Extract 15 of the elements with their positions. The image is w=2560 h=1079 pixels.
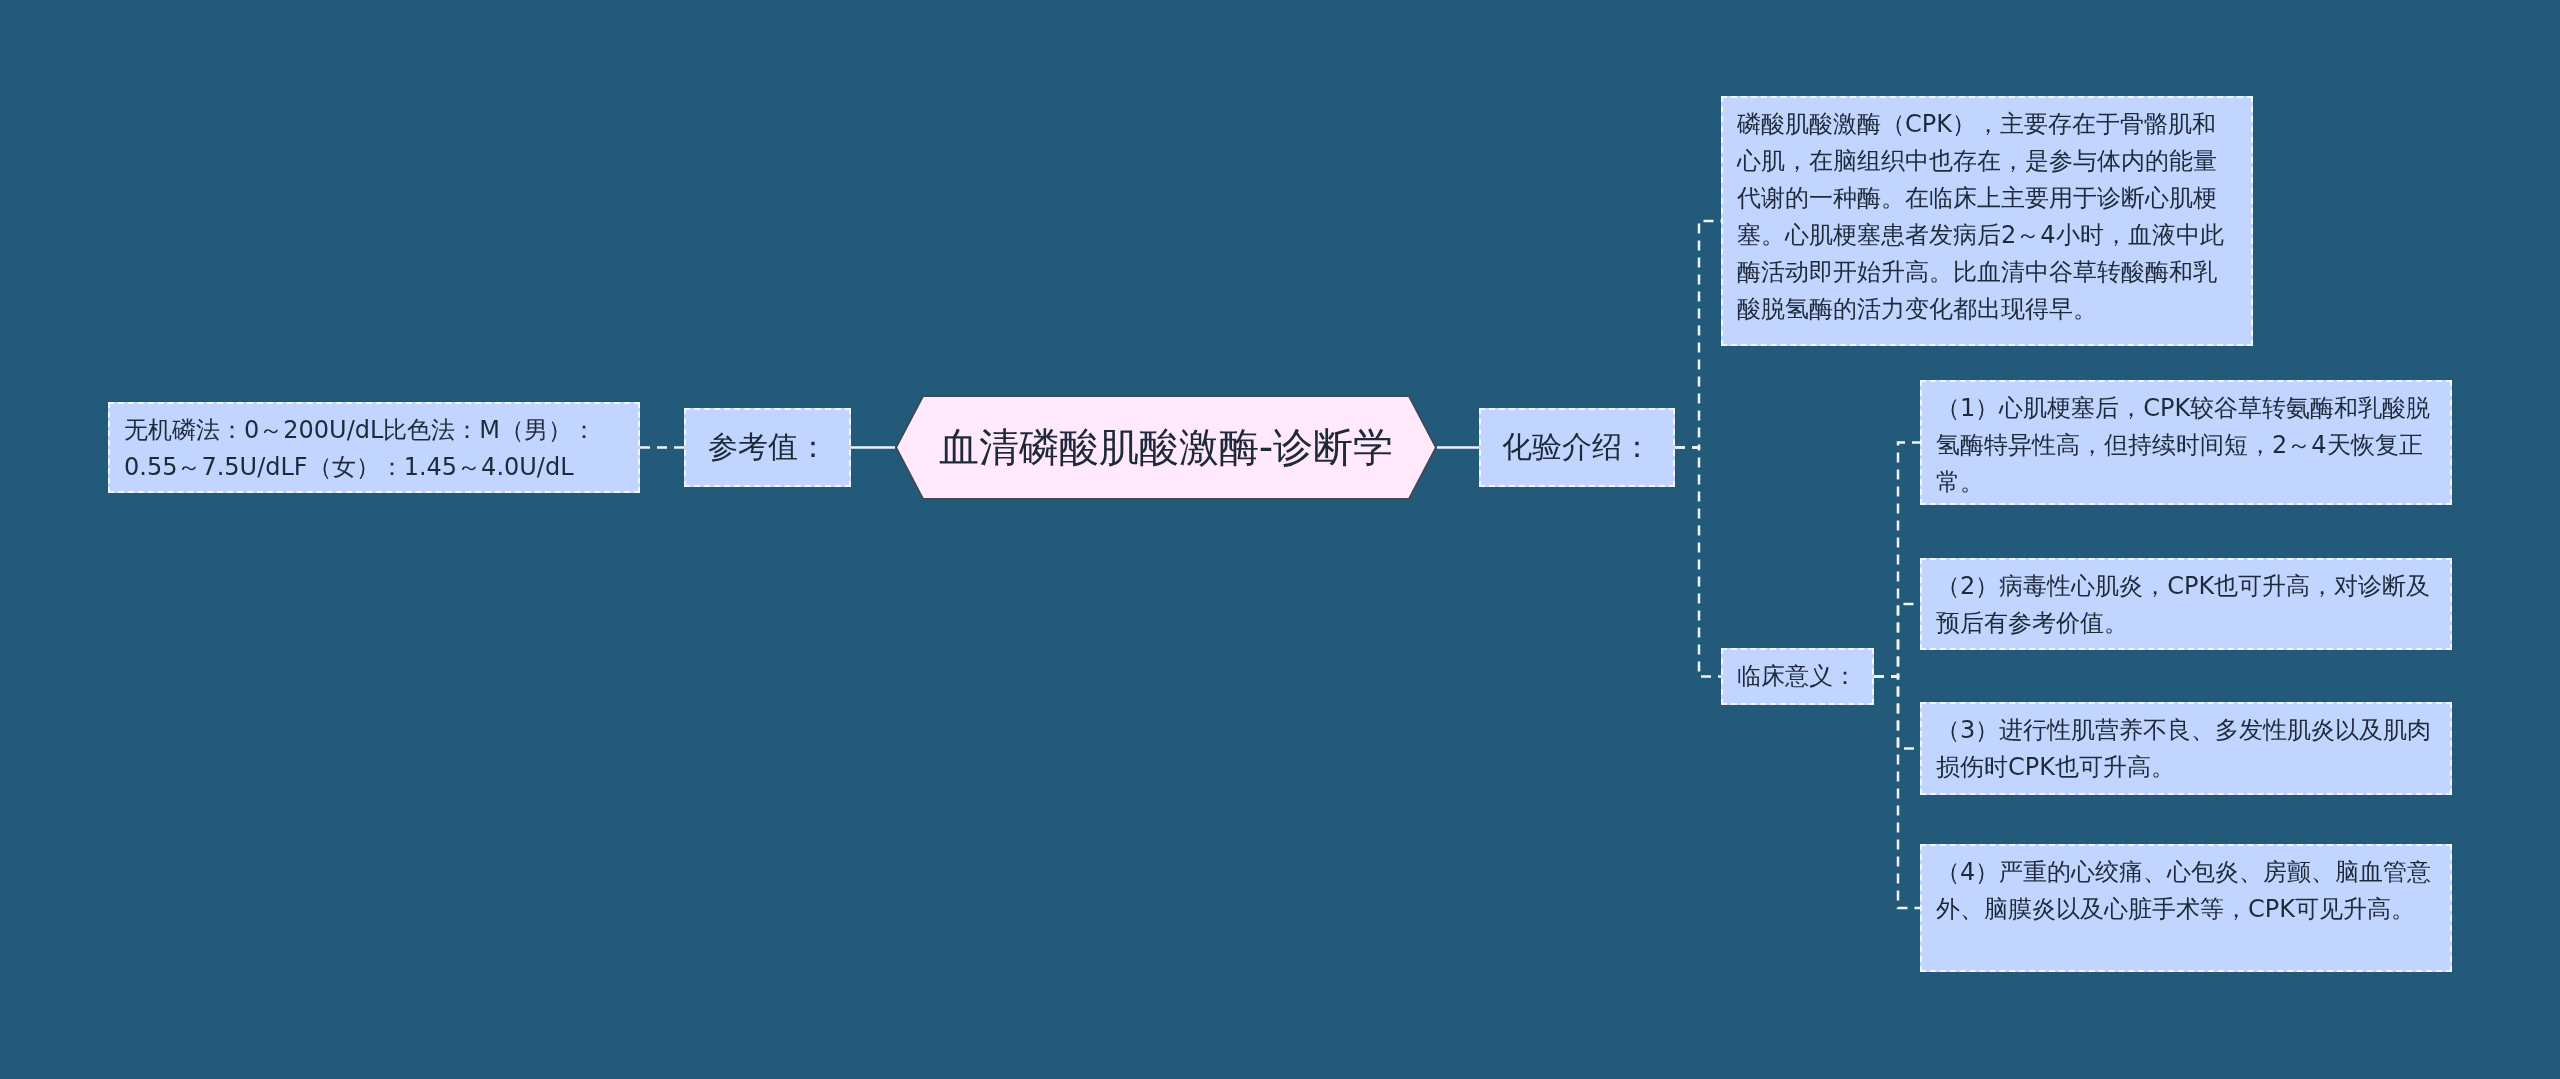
note-box: （3）进行性肌营养不良、多发性肌炎以及肌肉损伤时CPK也可升高。 xyxy=(1920,702,2452,795)
note-box: （4）严重的心绞痛、心包炎、房颤、脑血管意外、脑膜炎以及心脏手术等，CPK可见升高。 xyxy=(1920,844,2452,972)
note-box: （2）病毒性心肌炎，CPK也可升高，对诊断及预后有参考价值。 xyxy=(1920,558,2452,650)
connector-line xyxy=(640,446,684,449)
topic-box: 化验介绍： xyxy=(1479,408,1675,487)
topic-box: 参考值： xyxy=(684,408,851,487)
note-box: （1）心肌梗塞后，CPK较谷草转氨酶和乳酸脱氢酶特异性高，但持续时间短，2～4天恢复正常。 xyxy=(1920,380,2452,505)
connector-line xyxy=(1874,675,1920,910)
note-box: 无机磷法：0～200U/dL比色法：M（男）：0.55～7.5U/dLF（女）：1.45～4.0U/dL xyxy=(108,402,640,493)
connector-line xyxy=(1437,446,1479,449)
note-box: 临床意义： xyxy=(1721,648,1874,705)
connector-line xyxy=(851,446,895,449)
connector-line xyxy=(1675,446,1721,678)
central-topic: 血清磷酸肌酸激酶-诊断学 xyxy=(895,395,1437,500)
note-box: 磷酸肌酸激酶（CPK），主要存在于骨骼肌和心肌，在脑组织中也存在，是参与体内的能量代谢的一种酶。在临床上主要用于诊断心肌梗塞。心肌梗塞患者发病后2～4小时，血液中此酶活动即开始升高。比血清中谷草转酸酶和乳酸脱氢酶的活力变化都出现得早。 xyxy=(1721,96,2253,346)
